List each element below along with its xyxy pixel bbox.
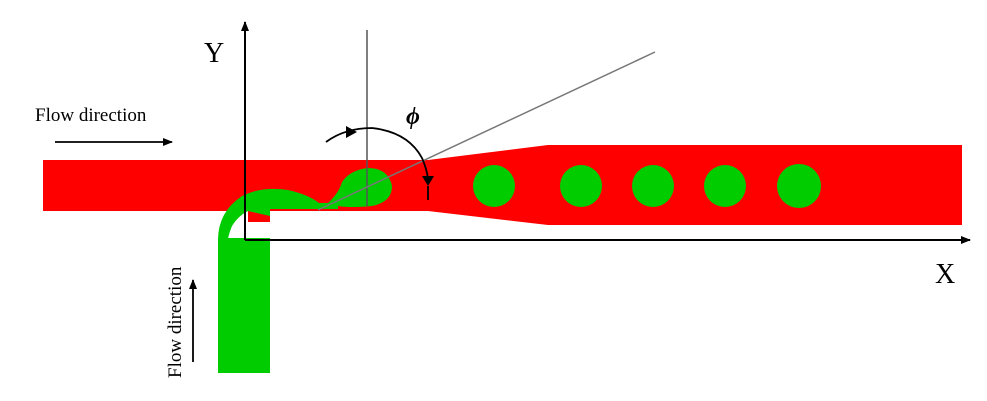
vertical-flow-label: Flow direction	[165, 266, 186, 378]
x-axis-label: X	[935, 259, 955, 290]
angle-phi-label: ϕ	[406, 104, 420, 130]
downstream-droplets	[473, 164, 821, 208]
angle-arc-arrowhead	[422, 176, 434, 186]
droplet	[704, 165, 746, 207]
droplet	[632, 165, 674, 207]
angle-reference-line	[317, 51, 656, 211]
angle-arc-arrowhead	[346, 126, 357, 138]
y-axis-label: Y	[204, 38, 224, 69]
horizontal-flow-label: Flow direction	[35, 105, 147, 126]
droplet	[473, 165, 515, 207]
droplet	[560, 165, 602, 207]
side-inlet-body	[218, 238, 270, 373]
droplet	[777, 164, 821, 208]
forming-droplet	[322, 168, 392, 208]
